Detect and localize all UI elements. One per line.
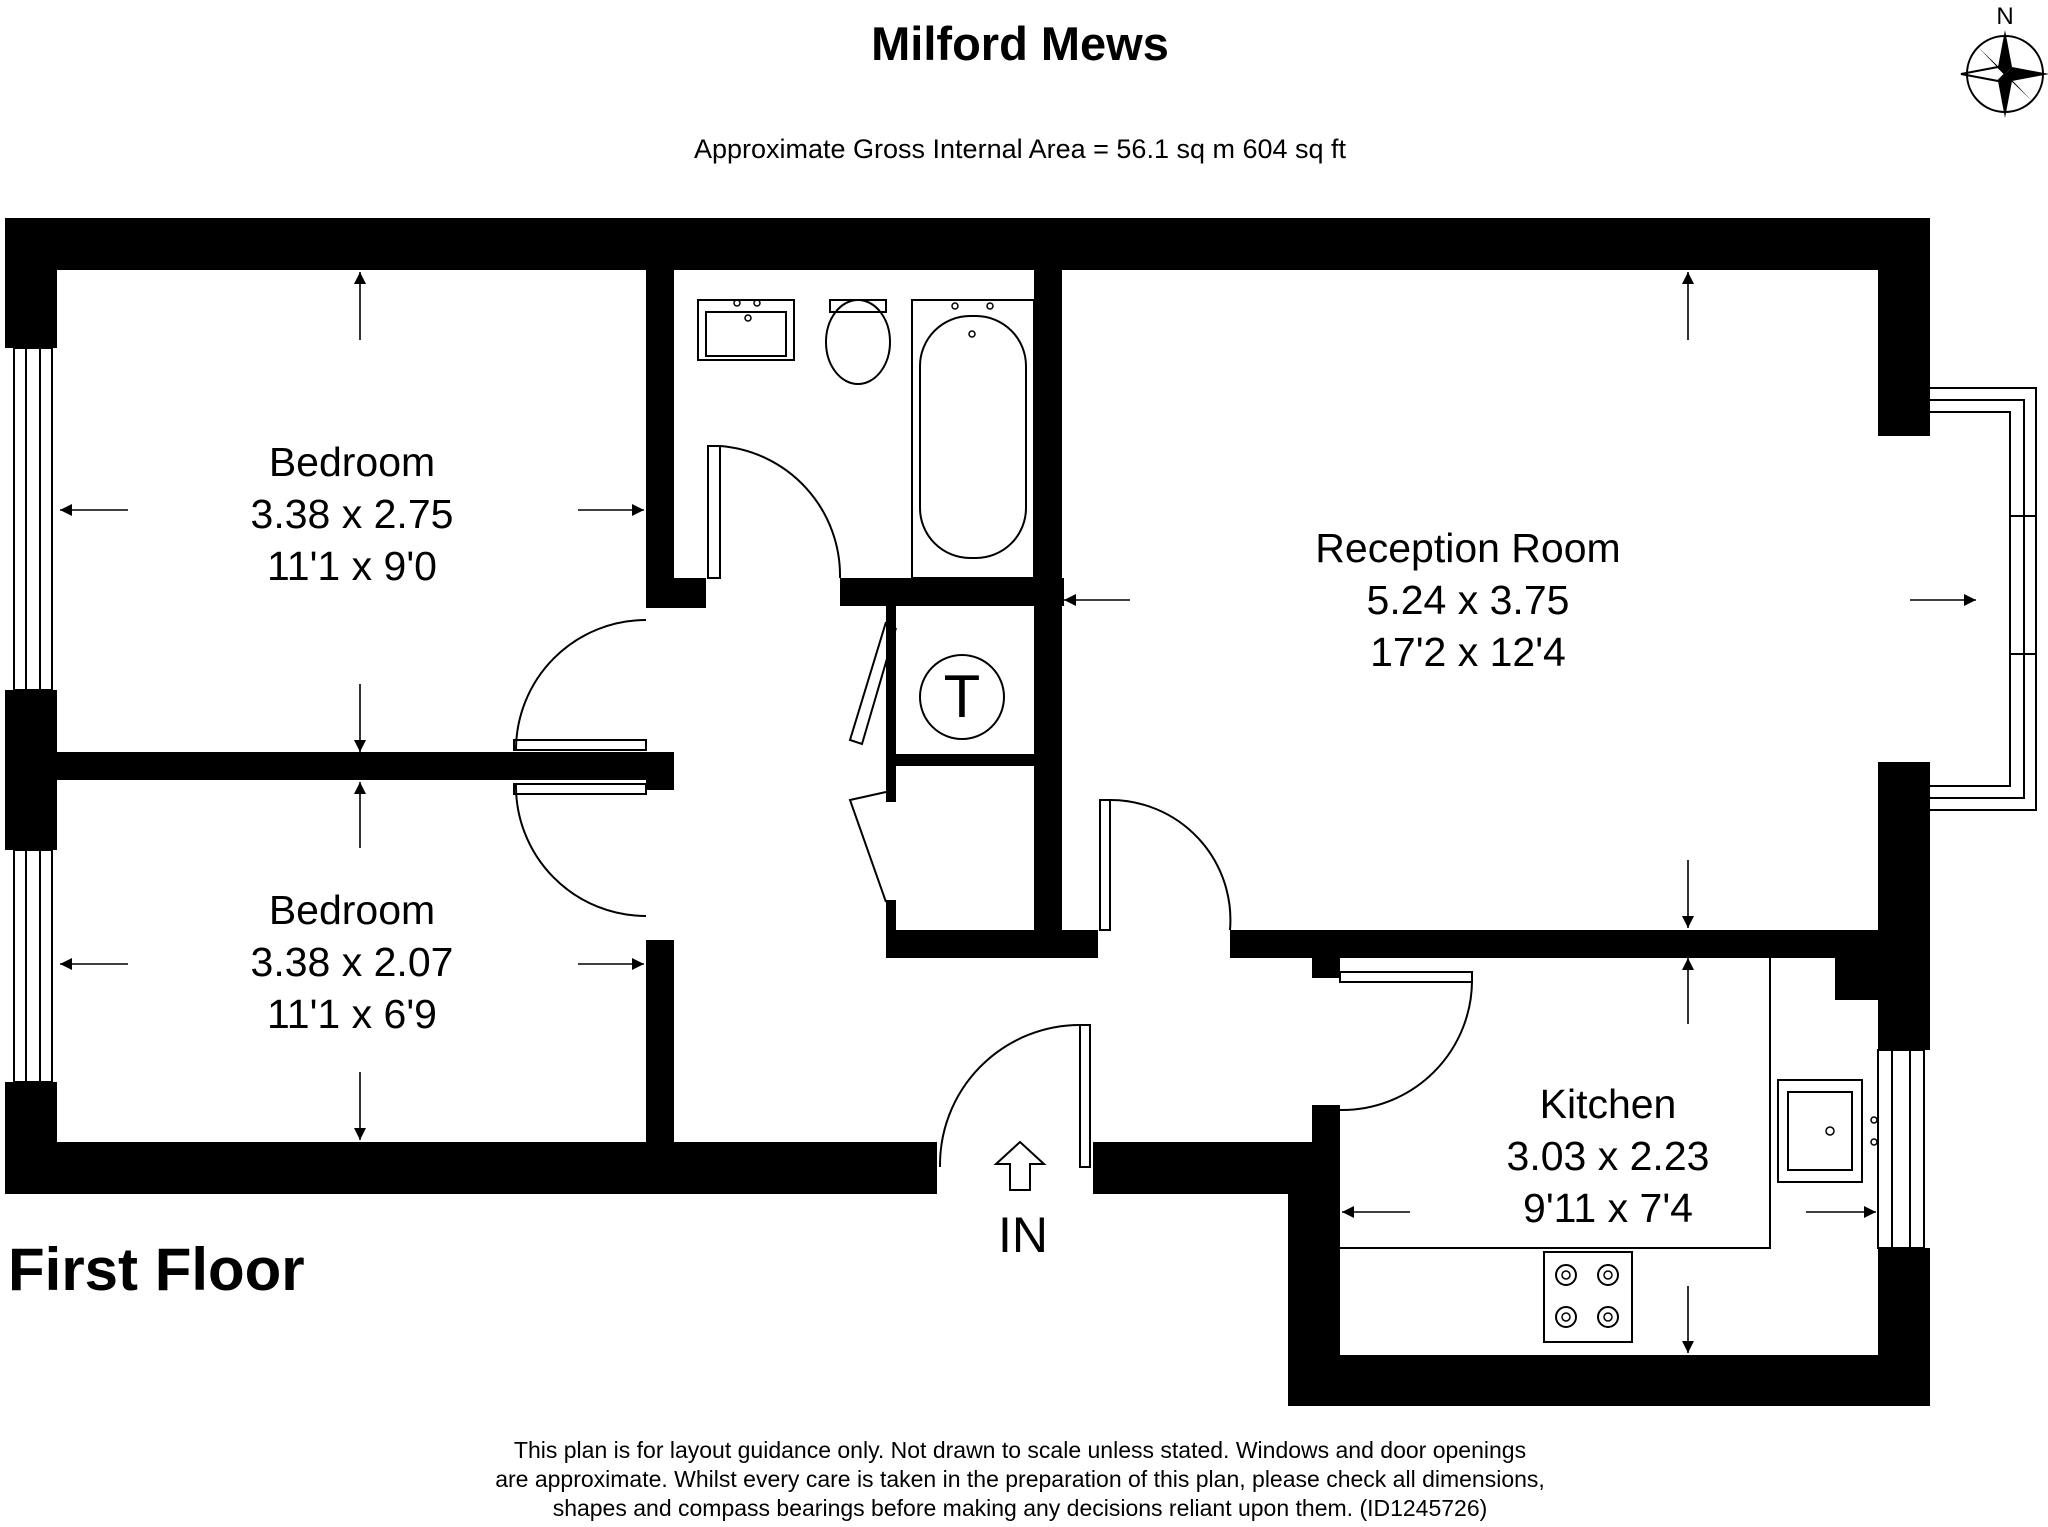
room-metric-dimensions: 3.38 x 2.75: [251, 491, 454, 537]
room-imperial-dimensions: 9'11 x 7'4: [1523, 1185, 1693, 1231]
water-tank-icon: T: [919, 654, 1005, 740]
room-imperial-dimensions: 11'1 x 9'0: [267, 543, 437, 589]
kitchen-fixtures: [1340, 958, 1878, 1343]
disclaimer: This plan is for layout guidance only. N…: [495, 1437, 1545, 1521]
room-metric-dimensions: 3.03 x 2.23: [1507, 1133, 1710, 1179]
walls: [5, 218, 1930, 1406]
bath-icon: [911, 299, 1035, 579]
room-label-bedroom-1: Bedroom 3.38 x 2.75 11'1 x 9'0: [251, 439, 454, 589]
plan-title: Milford Mews: [871, 17, 1169, 70]
compass-north-label: N: [1996, 3, 2013, 30]
kitchen-sink-icon: [1777, 1079, 1878, 1183]
entry-arrow-icon: [993, 1140, 1047, 1191]
floor-label: First Floor: [8, 1236, 305, 1303]
doors: [513, 445, 1474, 1168]
entry-label: IN: [998, 1207, 1048, 1263]
tank-label: T: [944, 663, 981, 730]
compass-icon: N: [1960, 3, 2048, 118]
room-label-reception: Reception Room 5.24 x 3.75 17'2 x 12'4: [1315, 525, 1620, 675]
disclaimer-line-2: are approximate. Whilst every care is ta…: [495, 1466, 1545, 1492]
room-name: Kitchen: [1540, 1081, 1677, 1127]
bathroom-fixtures: [697, 299, 1035, 579]
room-name: Reception Room: [1315, 525, 1620, 571]
room-label-kitchen: Kitchen 3.03 x 2.23 9'11 x 7'4: [1507, 1081, 1710, 1231]
room-imperial-dimensions: 11'1 x 6'9: [267, 991, 437, 1037]
room-name: Bedroom: [269, 887, 435, 933]
room-imperial-dimensions: 17'2 x 12'4: [1370, 629, 1566, 675]
room-metric-dimensions: 3.38 x 2.07: [251, 939, 454, 985]
hob-icon: [1543, 1251, 1633, 1343]
disclaimer-line-3: shapes and compass bearings before makin…: [553, 1495, 1488, 1521]
gross-area-text: Approximate Gross Internal Area = 56.1 s…: [694, 134, 1347, 164]
basin-icon: [697, 299, 795, 361]
room-label-bedroom-2: Bedroom 3.38 x 2.07 11'1 x 6'9: [251, 887, 454, 1037]
disclaimer-line-1: This plan is for layout guidance only. N…: [514, 1437, 1526, 1463]
windows: [13, 347, 2037, 1249]
toilet-icon: [825, 299, 891, 385]
room-metric-dimensions: 5.24 x 3.75: [1367, 577, 1570, 623]
dimension-arrows: [60, 272, 1976, 1353]
room-name: Bedroom: [269, 439, 435, 485]
